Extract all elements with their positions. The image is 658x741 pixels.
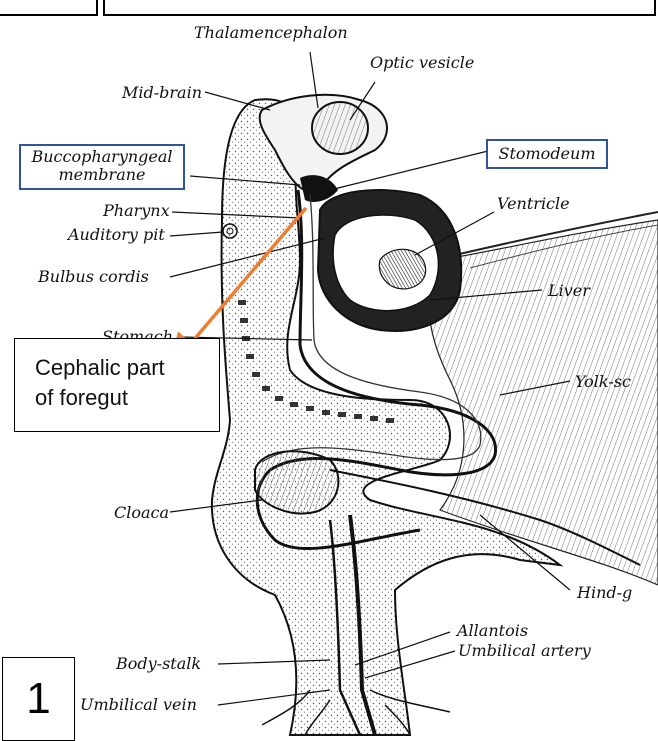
callout-line1: Cephalic part — [35, 353, 219, 383]
callout-cephalic-foregut: Cephalic part of foregut — [14, 338, 220, 432]
label-ventricle: Ventricle — [497, 195, 570, 213]
label-stomodeum: Stomodeum — [486, 139, 608, 169]
label-cloaca: Cloaca — [114, 504, 169, 522]
label-optic-vesicle: Optic vesicle — [370, 54, 474, 72]
optic-vesicle-shape — [312, 102, 368, 154]
label-thalamencephalon: Thalamencephalon — [194, 24, 348, 42]
label-yolk-sac: Yolk-sc — [575, 373, 631, 391]
label-hind-gut: Hind-g — [577, 584, 632, 602]
label-auditory-pit: Auditory pit — [68, 226, 165, 244]
label-umbilical-vein: Umbilical vein — [80, 696, 197, 714]
buccopharyngeal-line2: membrane — [21, 166, 183, 184]
label-bulbus-cordis: Bulbus cordis — [38, 268, 149, 286]
label-liver: Liver — [548, 282, 590, 300]
figure-number: 1 — [2, 657, 75, 741]
label-pharynx: Pharynx — [103, 202, 170, 220]
cloaca-shape — [255, 451, 338, 513]
label-mid-brain: Mid-brain — [122, 84, 202, 102]
label-body-stalk: Body-stalk — [116, 655, 201, 673]
label-buccopharyngeal-membrane: Buccopharyngeal membrane — [19, 144, 185, 190]
label-umbilical-artery: Umbilical artery — [458, 642, 591, 660]
buccopharyngeal-line1: Buccopharyngeal — [21, 148, 183, 166]
label-allantois: Allantois — [457, 622, 528, 640]
callout-line2: of foregut — [35, 383, 219, 413]
